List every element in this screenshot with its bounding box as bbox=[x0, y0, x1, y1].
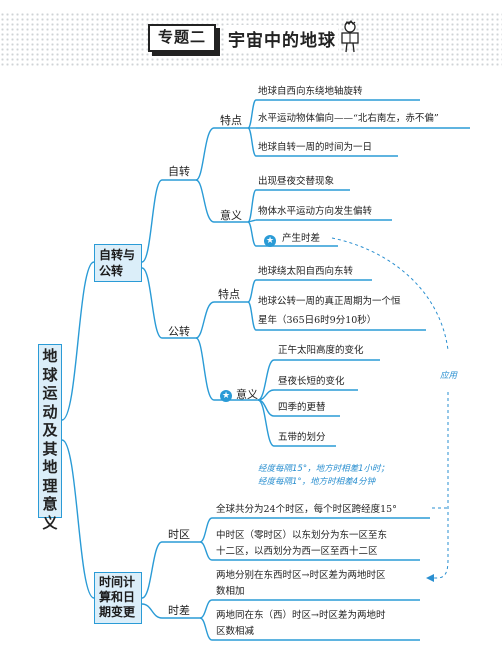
root-topic-box: 地 球 运 动 及 其 地 理 意 义 bbox=[38, 344, 62, 532]
node-rotation: 自转 bbox=[168, 165, 190, 178]
node-revolution: 公转 bbox=[168, 325, 190, 338]
leaf-time-difference: 数相加 bbox=[216, 586, 245, 597]
leaf-time-difference: 两地同在东（西）时区→时区差为两地时 bbox=[216, 610, 386, 621]
root-char: 理 bbox=[42, 476, 58, 495]
annotation-rule: 经度每隔1°，地方时相差4分钟 bbox=[258, 477, 376, 487]
root-char: 球 bbox=[42, 365, 58, 384]
leaf-time-zone: 中时区（零时区）以东划分为东一区至东 bbox=[216, 530, 388, 541]
leaf-revolution-meaning: 昼夜长短的变化 bbox=[278, 376, 345, 387]
node-rotation-features: 特点 bbox=[220, 114, 242, 127]
root-char: 意 bbox=[42, 495, 58, 513]
root-char: 及 bbox=[42, 421, 58, 439]
root-char: 动 bbox=[42, 402, 58, 421]
leaf-rotation-meaning: 出现昼夜交替现象 bbox=[258, 176, 335, 187]
leaf-rotation-feature: 地球自转一周的时间为一日 bbox=[258, 142, 373, 153]
leaf-time-zone: 全球共分为24个时区，每个时区跨经度15° bbox=[216, 504, 397, 515]
reading-mascot-icon bbox=[341, 20, 359, 53]
leaf-time-zone: 十二区，以西划分为西一区至西十二区 bbox=[216, 546, 378, 557]
leaf-revolution-meaning: 四季的更替 bbox=[278, 402, 326, 413]
leaf-rotation-feature: 地球自西向东绕地轴旋转 bbox=[258, 86, 363, 97]
leaf-rotation-feature: 水平运动物体偏向——“北右南左，赤不偏” bbox=[258, 113, 439, 124]
root-char: 其 bbox=[42, 439, 58, 458]
annotation-rule: 经度每隔15°，地方时相差1小时； bbox=[258, 464, 389, 474]
node-revolution-meaning: 意义 bbox=[236, 388, 258, 401]
category-line: 期变更 bbox=[99, 605, 136, 619]
topic-tag: 专题二 bbox=[148, 24, 216, 52]
node-revolution-features: 特点 bbox=[218, 288, 240, 301]
node-time-difference: 时差 bbox=[168, 604, 190, 617]
key-point-star-icon: ★ bbox=[220, 390, 232, 402]
leaf-rotation-meaning: 产生时差 bbox=[282, 233, 321, 244]
page-title: 宇宙中的地球 bbox=[226, 25, 338, 52]
leaf-time-difference: 两地分别在东西时区→时区差为两地时区 bbox=[216, 570, 386, 581]
leaf-revolution-meaning: 五带的划分 bbox=[278, 432, 326, 443]
category-line: 时间计 bbox=[99, 575, 136, 589]
leaf-revolution-feature: 星年（365日6时9分10秒） bbox=[258, 315, 377, 326]
category-line: 算和日 bbox=[99, 590, 136, 604]
leaf-revolution-feature: 地球绕太阳自西向东转 bbox=[258, 266, 354, 277]
category-time-calculation: 时间计 算和日 期变更 bbox=[94, 572, 142, 624]
root-char: 地 bbox=[42, 347, 58, 365]
node-rotation-meaning: 意义 bbox=[220, 209, 242, 222]
key-point-star-icon: ★ bbox=[264, 235, 276, 247]
root-char: 运 bbox=[42, 384, 58, 402]
leaf-revolution-meaning: 正午太阳高度的变化 bbox=[278, 345, 364, 356]
leaf-time-difference: 区数相减 bbox=[216, 626, 255, 637]
root-char: 地 bbox=[42, 458, 58, 476]
leaf-rotation-meaning: 物体水平运动方向发生偏转 bbox=[258, 206, 373, 217]
node-time-zone: 时区 bbox=[168, 528, 190, 541]
leaf-revolution-feature: 地球公转一周的真正周期为一个恒 bbox=[258, 296, 401, 307]
root-char: 义 bbox=[42, 513, 58, 532]
category-rotation-revolution: 自转与公转 bbox=[94, 244, 142, 282]
annotation-apply: 应用 bbox=[440, 371, 458, 381]
